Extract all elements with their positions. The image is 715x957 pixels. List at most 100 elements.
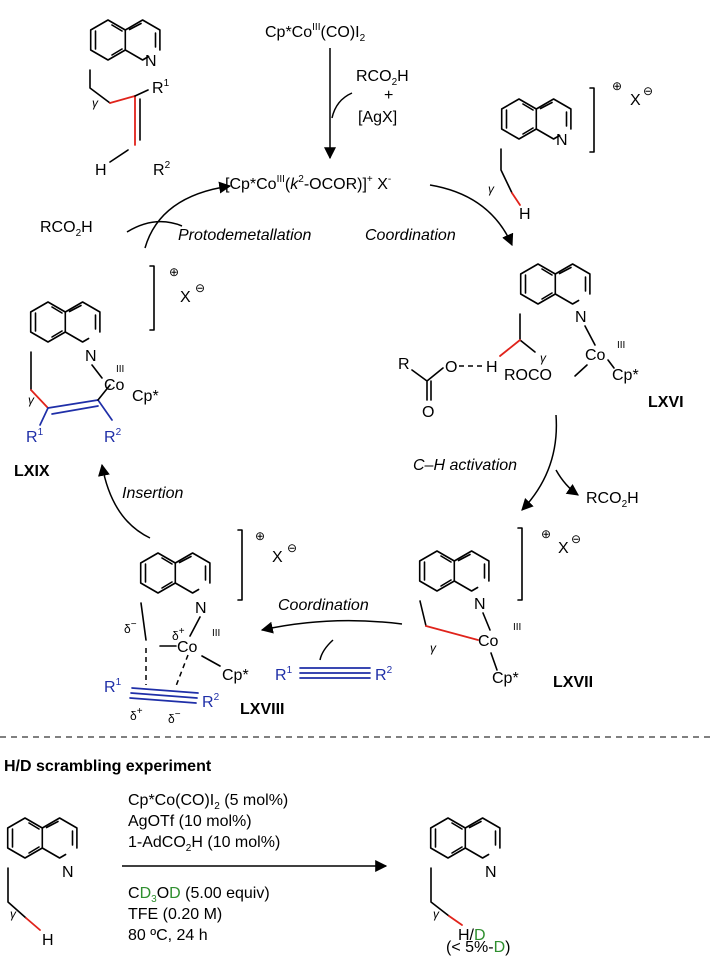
active-k: k [290,176,299,193]
cond-1-a: Cp*Co(CO)I [128,792,214,809]
cond-4-d1: D [140,885,152,902]
substrate-charge: ⊕ [612,79,622,93]
rco2h-out-a: RCO [586,490,622,507]
ch-activation-arrow [521,414,558,511]
cond-6: 80 ºC, 24 h [128,927,208,944]
active-anion: X [373,176,388,193]
lxvi-co: Co [585,347,606,364]
insertion-arrow [98,463,151,539]
lxix-substituent-bonds [39,399,113,426]
alkyne-r2: R [375,667,387,684]
product-r2: R [153,162,165,179]
experiment-prod-h: H/ [458,927,475,944]
lxviii-bonds [140,602,221,667]
substrate-n: N [556,132,568,149]
lxviii-dm-1-sign: − [131,619,137,630]
lxix-anion-charge: ⊖ [195,281,205,295]
rco2h-in-arrow [126,220,183,233]
lxviii-r1-sup: 1 [116,677,122,688]
experiment-prod-n: N [485,864,497,881]
protodemet-arrow [144,181,232,249]
rco2h-in-b: H [81,219,93,236]
lxvii-cp: Cp* [492,670,519,687]
lxvii-anion: X [558,540,569,557]
rco2h-out-arrow [555,469,579,496]
lxviii-anion-charge: ⊖ [287,541,297,555]
alkyne-r1: R [275,667,287,684]
precursor-ox: III [312,22,320,33]
lxviii-label: LXVIII [240,701,284,718]
cond-4-c: C [128,885,140,902]
experiment-sm-n: N [62,864,74,881]
experiment-sm-ch2 [7,867,27,919]
experiment-sm-ch-bond [25,917,41,931]
cond-3-sub: 2 [186,843,192,854]
substrate-ch-bond [511,192,521,206]
protodemet-label: Protodemetallation [178,227,312,244]
precursor-text-b: (CO)I [320,24,359,41]
active-charge: + [367,174,373,185]
svg-text:R1: R1 [26,427,44,446]
lxix-r2-sup: 2 [116,427,122,438]
cond-1-sub: 2 [214,801,220,812]
lxviii-alkyne [129,687,199,704]
experiment-prod-gamma: γ [433,907,440,921]
substrate-gamma: γ [488,182,495,196]
substrate-h: H [519,206,531,223]
lxvi-r: R [398,356,410,373]
active-k-sup: 2 [298,174,304,185]
lxviii-n: N [195,600,207,617]
experiment-prod-quinoline [429,817,501,859]
precursor-text-a: Cp*Co [265,24,312,41]
product-new-bonds [109,95,136,146]
lxvii-n-co [482,612,491,631]
product-ch2 [89,69,111,104]
note-b: ) [505,939,510,956]
coordination-label-1: Coordination [365,227,456,244]
rco2h-in-a: RCO [40,219,76,236]
rco2h-out-b: H [627,490,639,507]
product-alkene [109,89,149,163]
lxviii-partial-bonds [145,648,189,687]
lxvi-gamma: γ [540,351,547,365]
svg-text:R2: R2 [375,665,393,684]
substrate-anion: X [630,92,641,109]
lxviii-dp-1: δ [172,629,179,643]
experiment-prod-d: D [474,927,486,944]
lxvii-n: N [474,596,486,613]
lxvi-quinoline [519,263,591,305]
lxviii-quinoline [139,552,211,594]
lxix-new-cc-bond [30,389,49,409]
active-c: -OCOR)] [304,176,367,193]
lxvii-ch2 [419,600,427,627]
substrate-ch2 [500,148,513,194]
product-n: N [145,53,157,70]
lxvi-n: N [575,309,587,326]
lxix-co-bonds [91,364,111,401]
product-gamma: γ [92,96,99,110]
svg-text:RCO2H: RCO2H [586,490,639,510]
product-h: H [95,162,107,179]
svg-text:δ−: δ− [124,619,137,636]
svg-text:RCO2H: RCO2H [356,68,409,88]
lxviii-r2-sup: 2 [214,692,220,703]
precursor-sub: 2 [360,33,366,44]
lxix-gamma: γ [28,393,35,407]
reagent1-b: H [397,68,409,85]
svg-text:H/D: H/D [458,927,486,944]
lxvi-ox: III [617,340,625,351]
svg-text:R2: R2 [153,160,171,179]
lxvi-co-bonds [574,325,615,377]
cond-4-sub: 3 [151,894,157,905]
svg-text:(< 5%-D): (< 5%-D) [446,939,510,956]
svg-text:δ+: δ+ [130,706,143,723]
svg-text:R1: R1 [104,677,122,696]
lxvii-co: Co [478,633,499,650]
lxix-n: N [85,348,97,365]
reagent2: [AgX] [358,109,397,126]
rco2h-in-sub: 2 [76,228,82,239]
cond-4-d2: D [169,885,181,902]
alkyne-r2-sup: 2 [387,665,393,676]
lxviii-dp-2-sign: + [137,706,143,717]
